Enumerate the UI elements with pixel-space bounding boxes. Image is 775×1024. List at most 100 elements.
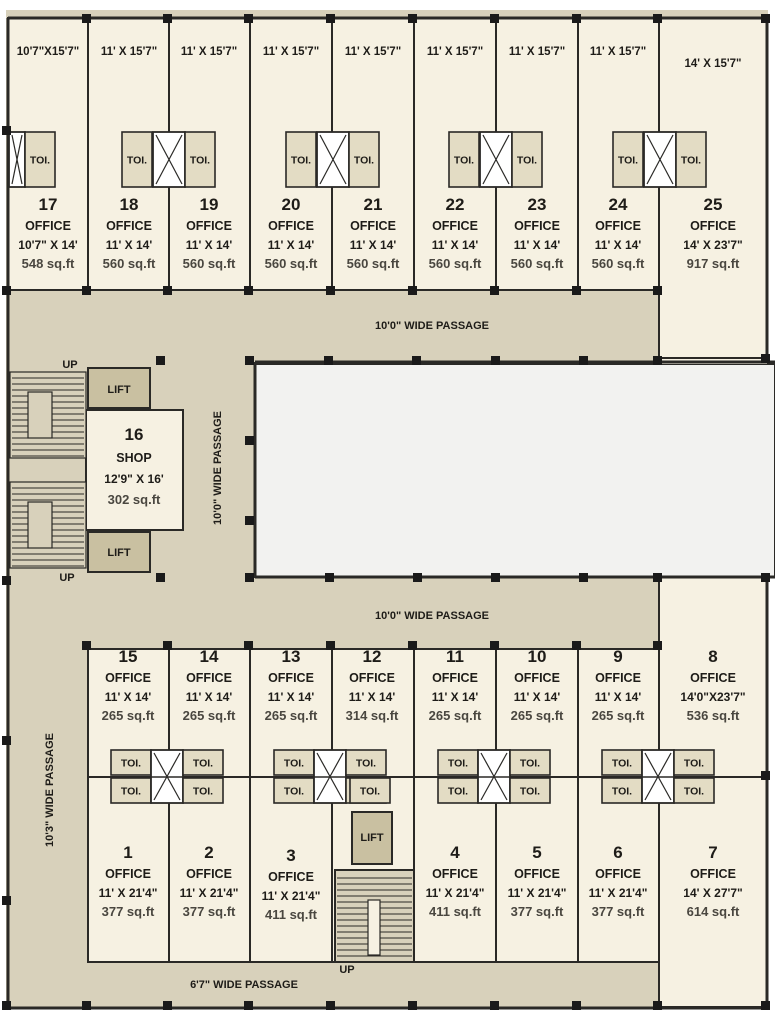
toilet-top-b-left[interactable] (285, 131, 317, 188)
toilet-top-c-right[interactable] (511, 131, 543, 188)
toilet-bot-a-lr[interactable] (182, 777, 224, 804)
unit-1-room[interactable] (87, 776, 170, 963)
toilet-top-edge[interactable] (24, 131, 56, 188)
toilet-bot-a-ul-label: TOI. (121, 758, 141, 770)
toilet-bot-a-ll[interactable] (110, 777, 152, 804)
toilet-top-a-right-label: TOI. (190, 155, 210, 167)
unit-6-typ: OFFICE (595, 867, 641, 881)
toilet-bot-c-ll-label: TOI. (448, 786, 468, 798)
column (408, 641, 417, 650)
unit-16-room[interactable] (85, 409, 184, 531)
passage-top: 10'0" WIDE PASSAGE (375, 320, 489, 332)
left-lift-upper-label: LIFT (107, 384, 130, 396)
left-stair-well-1 (27, 501, 53, 549)
unit-11-num: 11 (446, 647, 464, 666)
unit-15-dim: 11' X 14' (105, 690, 152, 704)
unit-13-area: 265 sq.ft (265, 708, 318, 723)
toilet-top-b-right[interactable] (348, 131, 380, 188)
column (491, 573, 500, 582)
left-lift-lower[interactable] (87, 531, 151, 573)
unit-7-area: 614 sq.ft (687, 904, 740, 919)
toilet-top-a-left[interactable] (121, 131, 153, 188)
unit-22-area: 560 sq.ft (429, 256, 482, 271)
column (244, 641, 253, 650)
outer-wall-bottom (6, 18, 769, 1010)
column (163, 641, 172, 650)
unit-4-num: 4 (450, 843, 460, 862)
column (761, 354, 770, 363)
column (82, 1001, 91, 1010)
left-lift-upper[interactable] (87, 367, 151, 409)
unit-10-typ: OFFICE (514, 671, 560, 685)
toilet-top-c-left[interactable] (448, 131, 480, 188)
toilet-top-edge-label: TOI. (30, 155, 50, 167)
unit-12-typ: OFFICE (349, 671, 395, 685)
unit-16-area: 302 sq.ft (108, 492, 161, 507)
unit-4-dim: 11' X 21'4" (426, 886, 485, 900)
unit-23-num: 23 (528, 195, 547, 214)
toilet-top-d-left[interactable] (612, 131, 644, 188)
passage-vertical: 10'0" WIDE PASSAGE (212, 411, 224, 525)
unit-1-num: 1 (123, 843, 132, 862)
unit-25-area: 917 sq.ft (687, 256, 740, 271)
toilet-top-d-right[interactable] (675, 131, 707, 188)
column (245, 436, 254, 445)
unit-12-dim: 11' X 14' (349, 690, 396, 704)
column (653, 286, 662, 295)
unit-20-dim: 11' X 14' (268, 238, 315, 252)
shaft-top-b-x2 (319, 134, 347, 185)
toilet-bot-c-ur[interactable] (509, 749, 551, 776)
unit-8-dim: 14'0"X23'7" (680, 690, 745, 704)
column (82, 286, 91, 295)
unit-13-dim: 11' X 14' (268, 690, 315, 704)
passage-mid: 10'0" WIDE PASSAGE (375, 610, 489, 622)
unit-21-area: 560 sq.ft (347, 256, 400, 271)
column (408, 1001, 417, 1010)
unit-22-typ: OFFICE (432, 219, 478, 233)
toilet-core[interactable] (349, 777, 391, 804)
unit-22-num: 22 (446, 195, 465, 214)
column (326, 1001, 335, 1010)
unit-17-area: 548 sq.ft (22, 256, 75, 271)
toilet-bot-b-ur[interactable] (345, 749, 387, 776)
toilet-bot-c-ur-label: TOI. (520, 758, 540, 770)
unit-24-top-size: 11' X 15'7" (590, 46, 646, 58)
column (82, 641, 91, 650)
unit-9-area: 265 sq.ft (592, 708, 645, 723)
unit-21-num: 21 (364, 195, 383, 214)
toilet-bot-d-ur[interactable] (673, 749, 715, 776)
unit-3-typ: OFFICE (268, 870, 314, 884)
column (244, 1001, 253, 1010)
unit-21-dim: 11' X 14' (350, 238, 397, 252)
bottom-lift[interactable] (351, 811, 393, 865)
toilet-bot-a-ur[interactable] (182, 749, 224, 776)
unit-2-dim: 11' X 21'4" (180, 886, 239, 900)
toilet-bot-d-lr[interactable] (673, 777, 715, 804)
unit-5-room[interactable] (495, 776, 579, 963)
unit-13-num: 13 (282, 647, 301, 666)
column (2, 736, 11, 745)
unit-5-num: 5 (532, 843, 541, 862)
column (761, 14, 770, 23)
toilet-top-a-right[interactable] (184, 131, 216, 188)
unit-22-dim: 11' X 14' (432, 238, 479, 252)
column (579, 356, 588, 365)
unit-8-room[interactable] (658, 576, 768, 778)
column (490, 286, 499, 295)
shaft-top-a-x2 (155, 134, 183, 185)
column (572, 286, 581, 295)
unit-7-room[interactable] (658, 776, 768, 1008)
toilet-bot-c-lr[interactable] (509, 777, 551, 804)
unit-4-room[interactable] (413, 776, 497, 963)
column (244, 286, 253, 295)
unit-21-typ: OFFICE (350, 219, 396, 233)
